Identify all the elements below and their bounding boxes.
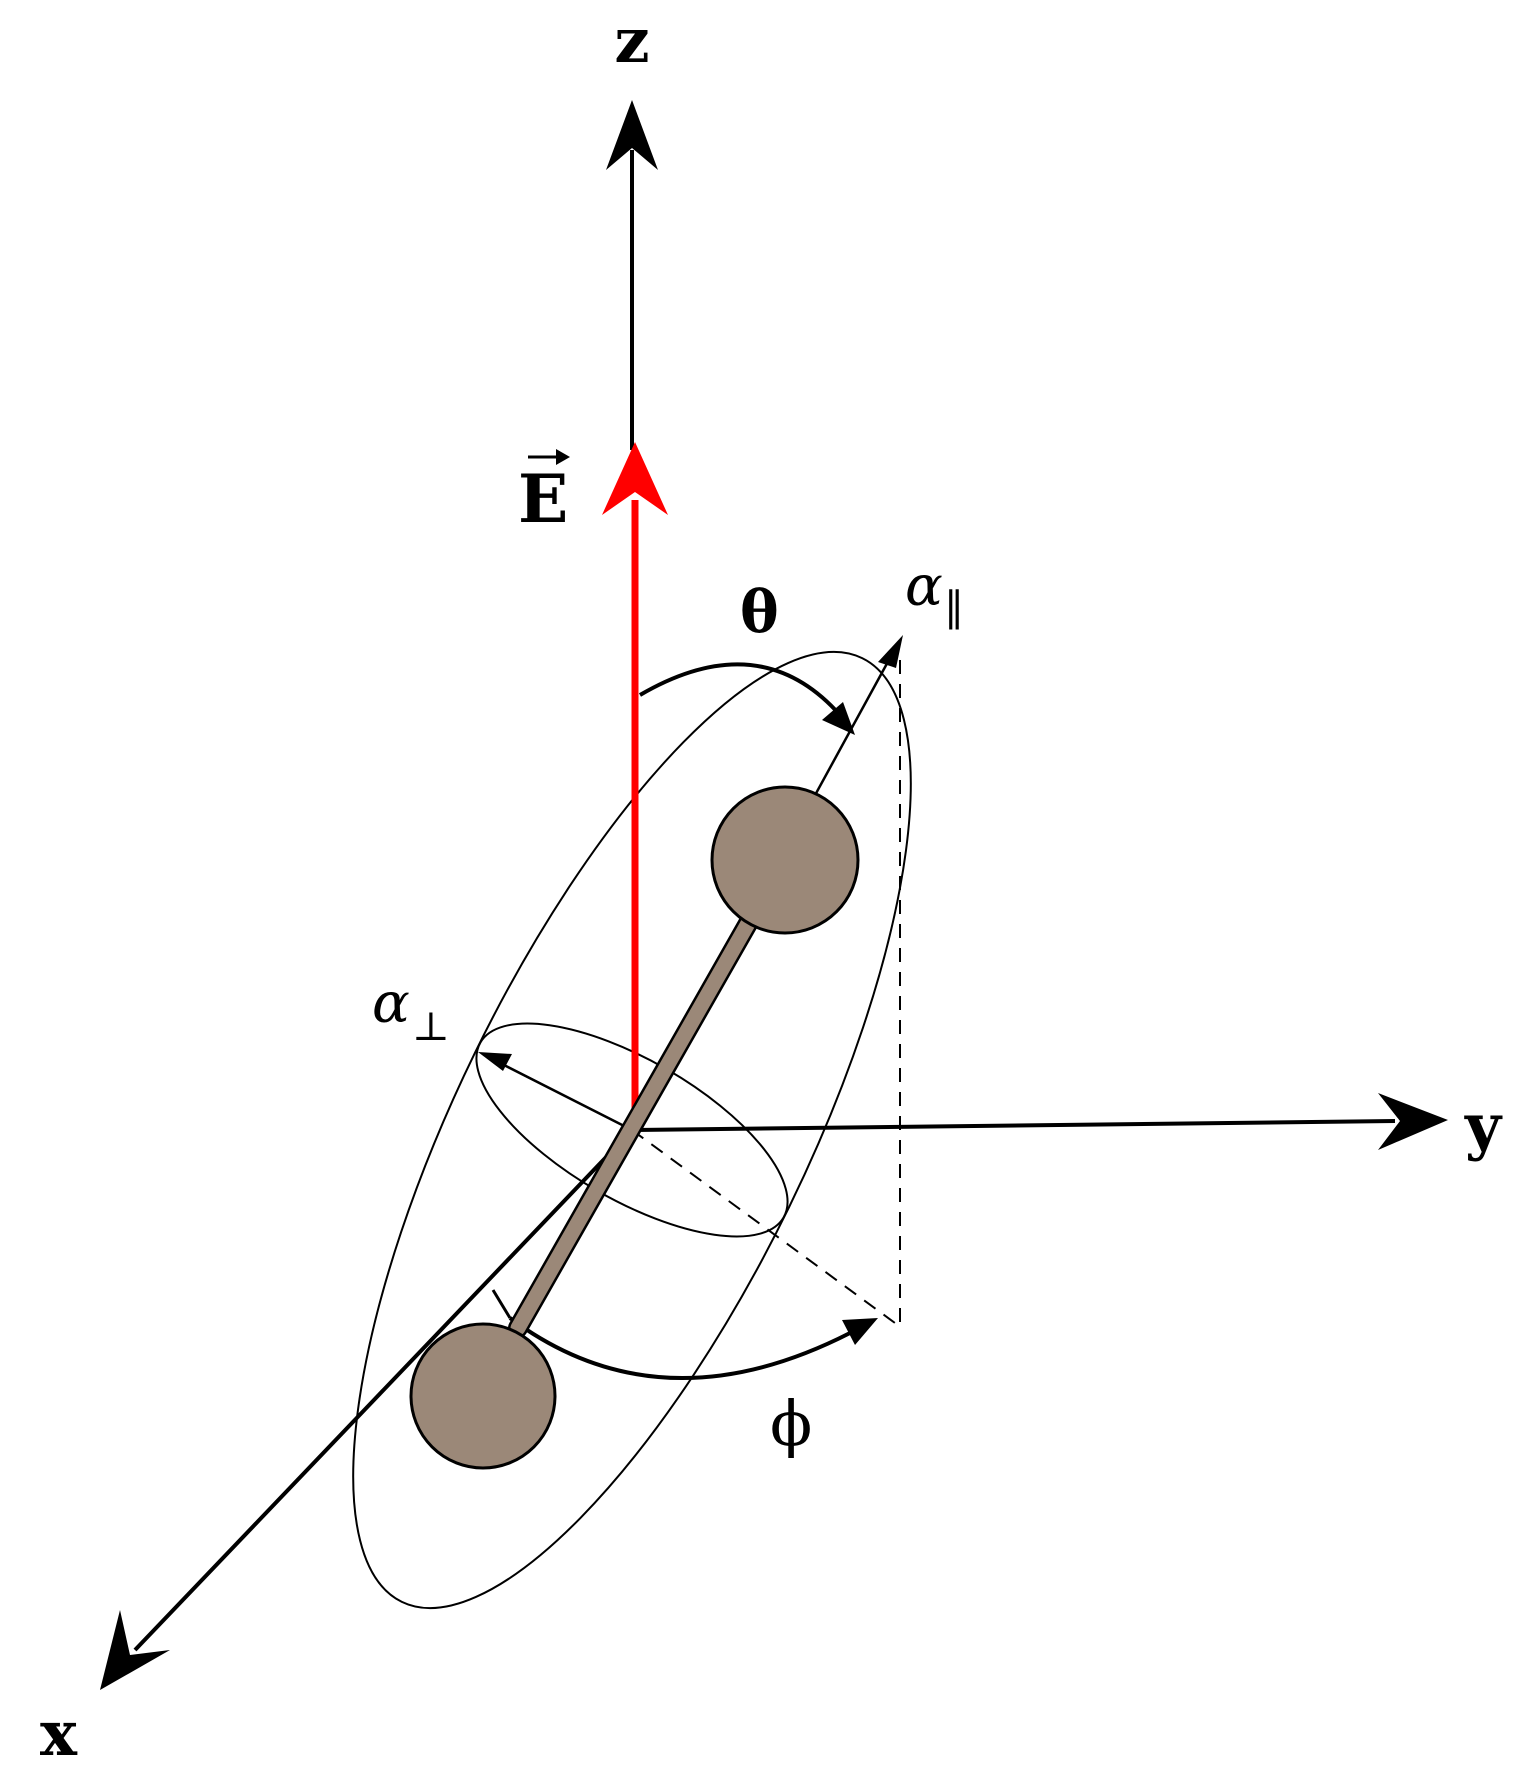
y-axis-arrowhead — [1378, 1093, 1448, 1150]
phi-projection-dashed-line — [631, 1129, 896, 1324]
x-axis-label: x — [40, 1697, 78, 1770]
x-axis-line — [133, 1128, 634, 1652]
phi-angle-arc — [491, 1289, 878, 1380]
alpha-perpendicular-symbol: α — [372, 971, 410, 1036]
y-axis-label: y — [1464, 1090, 1503, 1163]
upper-atom — [710, 785, 860, 935]
alpha-perpendicular-vector — [478, 1052, 633, 1132]
alpha-perpendicular-arrowhead — [478, 1052, 512, 1071]
alpha-parallel-subscript: ‖ — [944, 584, 964, 630]
theta-angle-arc — [638, 662, 855, 735]
phi-arc-path — [508, 1316, 851, 1380]
electric-field-vector — [602, 442, 668, 1130]
z-axis-label: z — [614, 4, 649, 77]
alpha-parallel-label: α ‖ — [905, 554, 964, 630]
phi-label: ϕ — [770, 1387, 812, 1460]
labels: z y x E θ ϕ α ‖ α ⊥ — [40, 4, 1503, 1770]
z-axis-arrowhead — [606, 100, 658, 170]
electric-field-label: E — [518, 460, 568, 538]
electric-field-arrowhead — [602, 442, 668, 515]
phi-arc-arrowhead — [842, 1318, 878, 1345]
coordinate-axes — [100, 100, 1448, 1690]
x-axis-arrowhead — [100, 1610, 170, 1690]
diatomic-molecule — [409, 785, 860, 1470]
alpha-perpendicular-subscript: ⊥ — [412, 1004, 450, 1050]
lower-atom — [409, 1322, 557, 1470]
vector-arrow-icon — [528, 449, 570, 465]
alpha-parallel-arrowhead — [878, 635, 903, 668]
projection-lines — [631, 660, 901, 1330]
electric-field-label-group: E — [518, 449, 570, 538]
alpha-perpendicular-label: α ⊥ — [372, 971, 450, 1050]
alpha-perpendicular-line — [499, 1061, 633, 1132]
polarizability-ellipsoid — [352, 650, 912, 1610]
theta-arc-path — [638, 662, 842, 717]
molecule-bond — [510, 912, 758, 1336]
alpha-parallel-symbol: α — [905, 554, 943, 619]
phi-start-tick — [491, 1289, 512, 1319]
y-axis-line — [631, 1119, 1396, 1132]
theta-arc-arrowhead — [822, 702, 855, 735]
theta-label: θ — [740, 578, 779, 646]
